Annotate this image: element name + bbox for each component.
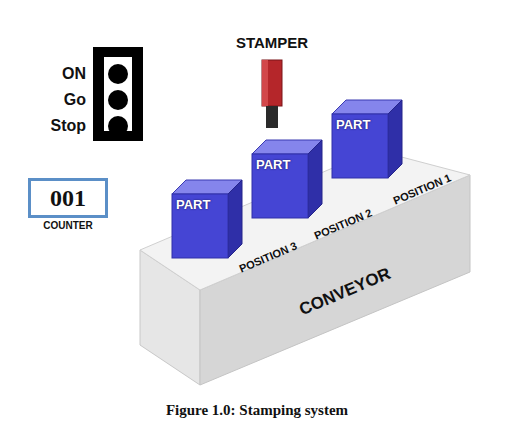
signal-state: Stop (50, 117, 86, 135)
conveyor-top (140, 150, 470, 290)
part-block: PART (172, 180, 242, 258)
cube-front (252, 154, 308, 218)
figure-caption: Figure 1.0: Stamping system (166, 402, 348, 419)
cube-shape (332, 100, 402, 178)
part-block: PART (332, 100, 402, 178)
cube-side (308, 140, 322, 218)
stamper-body (262, 60, 282, 106)
part-block: PART (252, 140, 322, 218)
signal-housing (93, 47, 143, 141)
part-label: PART (176, 197, 210, 212)
component-label: STAMPER (236, 34, 308, 51)
stamper-highlight (262, 60, 268, 106)
signal-lamp (108, 116, 128, 136)
cube-side (388, 100, 402, 178)
counter-display: 001COUNTER (28, 178, 108, 218)
signal-lamp (108, 90, 128, 110)
stamper-tip (266, 106, 278, 128)
cube-shape (252, 140, 322, 218)
counter-value: 001 (31, 184, 105, 212)
signal-state: Go (64, 91, 86, 109)
cube-front (172, 194, 228, 258)
signal-state: ON (62, 65, 86, 83)
part-label: PART (256, 157, 290, 172)
part-label: PART (336, 117, 370, 132)
cube-front (332, 114, 388, 178)
cube-shape (172, 180, 242, 258)
counter-label: COUNTER (43, 220, 92, 231)
cube-side (228, 180, 242, 258)
signal-lamp (108, 64, 128, 84)
